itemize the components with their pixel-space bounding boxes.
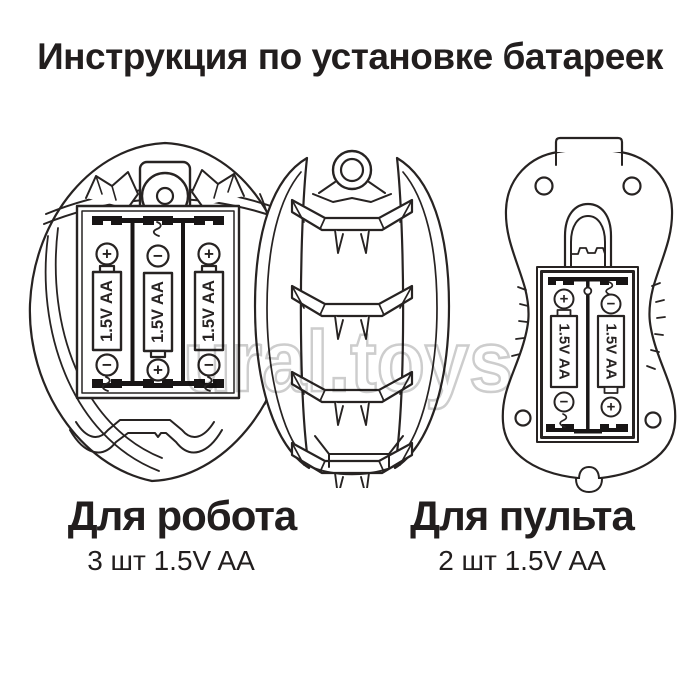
spine-segments	[290, 198, 414, 488]
remote-battery-box: + 1.5V AA − − 1.5V AA +	[536, 266, 639, 443]
caption-robot: Для робота	[67, 492, 298, 539]
battery: − 1.5V AA +	[142, 221, 174, 382]
robot-bottom-seam	[69, 419, 223, 454]
caption-remote: Для пульта	[410, 492, 635, 539]
battery-terminal-top: +	[560, 291, 569, 308]
bottom-nub	[575, 466, 603, 493]
battery-terminal-top: −	[153, 247, 163, 266]
screw-holes	[514, 176, 662, 429]
battery-terminal-bottom: −	[560, 394, 569, 411]
battery-terminal-bottom: −	[204, 356, 214, 375]
battery-label: 1.5V AA	[98, 280, 116, 342]
battery-terminal-top: −	[607, 296, 616, 313]
spine-foot	[308, 435, 404, 476]
battery: + 1.5V AA −	[549, 288, 579, 428]
spring-icon	[203, 376, 213, 392]
shell-left	[253, 156, 311, 470]
battery-terminal-bottom: −	[102, 356, 112, 375]
screw-hole-icon	[514, 409, 532, 427]
slot-dividers	[130, 218, 185, 384]
spring-icon	[152, 221, 162, 237]
contact-pads	[546, 277, 628, 434]
screw-hole-icon	[644, 411, 662, 429]
battery-label: 1.5V AA	[200, 280, 218, 342]
robot-wing-right	[191, 169, 245, 207]
battery-label: 1.5V AA	[556, 323, 573, 379]
battery-terminal-top: +	[204, 245, 214, 264]
battery: + 1.5V AA −	[91, 242, 123, 392]
battery-terminal-bottom: +	[153, 361, 163, 380]
battery: + 1.5V AA −	[193, 242, 225, 392]
robot-back-figure: + 1.5V AA − − 1.5V AA +	[28, 141, 293, 483]
spec-robot: 3 шт 1.5V AA	[87, 545, 255, 576]
remote-back-figure: + 1.5V AA − − 1.5V AA +	[501, 136, 677, 493]
spring-icon	[605, 281, 614, 296]
robot-battery-box: + 1.5V AA − − 1.5V AA +	[75, 204, 241, 400]
robot-wing-left	[85, 171, 139, 209]
battery-terminal-top: +	[102, 245, 112, 264]
robot-side-figure	[253, 149, 451, 488]
page-title: Инструкция по установке батареек	[37, 36, 663, 77]
screw-hole-icon	[534, 176, 554, 196]
cover-latch	[563, 202, 613, 271]
spring-icon	[101, 376, 111, 392]
battery: − 1.5V AA +	[596, 281, 626, 418]
spring-icon	[559, 413, 568, 428]
remote-top-tab	[554, 136, 624, 154]
battery-terminal-bottom: +	[607, 399, 616, 416]
battery-label: 1.5V AA	[149, 281, 167, 343]
hanging-ring	[312, 149, 392, 203]
grip-ticks-right	[646, 282, 666, 370]
battery-label: 1.5V AA	[603, 323, 620, 379]
screw-hole-icon	[622, 176, 642, 196]
grip-ticks-left	[511, 286, 529, 357]
spec-remote: 2 шт 1.5V AA	[438, 545, 606, 576]
contact-pads-top	[92, 216, 224, 225]
shell-right	[393, 156, 451, 470]
